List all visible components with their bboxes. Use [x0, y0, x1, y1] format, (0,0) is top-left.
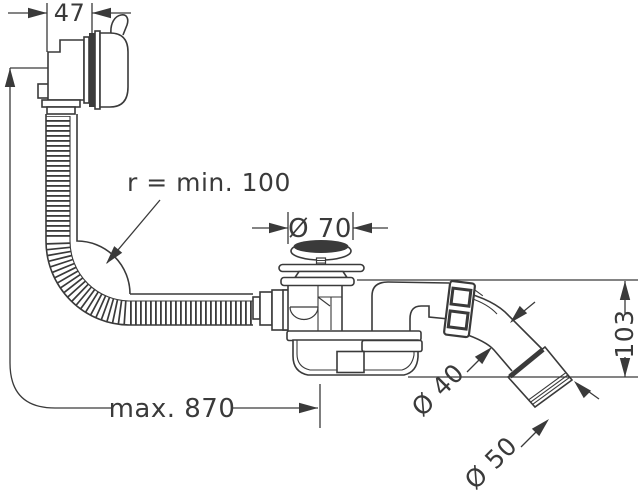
- dim-outlet-height: 103: [357, 279, 639, 378]
- overflow-trim-ring: [83, 36, 90, 104]
- strainer-neck: [293, 270, 349, 279]
- hose-corrugation-bend: [46, 242, 127, 325]
- label-plug-diameter: Ø 70: [288, 214, 352, 244]
- overflow-body: [47, 39, 85, 101]
- strainer-lid: [278, 263, 365, 273]
- dim-cable-length: max. 870: [4, 67, 321, 428]
- waste-flange: [280, 276, 355, 287]
- clamp-window-top: [449, 286, 473, 308]
- outlet-elbow: [371, 281, 450, 341]
- dim-bend-radius: r = min. 100: [102, 168, 291, 268]
- control-cable-line: [69, 116, 253, 302]
- outlet-dip-tube: [336, 350, 365, 374]
- hose-corrugation-vertical: [46, 116, 71, 240]
- label-outlet-height: 103: [610, 309, 639, 358]
- waste-body: [287, 285, 343, 338]
- flexible-overflow-hose: [45, 114, 253, 326]
- label-socket-diameter: Ø 50: [459, 431, 523, 495]
- label-bend-radius: r = min. 100: [127, 168, 291, 197]
- overflow-lever: [110, 14, 129, 36]
- overflow-foot-collar: [46, 106, 76, 115]
- overflow-knob: [99, 32, 129, 108]
- label-cable-length: max. 870: [109, 394, 236, 424]
- fitting-nut: [259, 291, 273, 326]
- pipe-clamp: [443, 279, 484, 339]
- trap-inner-bowl: [289, 306, 319, 321]
- overflow-foot-flange: [41, 99, 81, 108]
- hose-inner-edge: [76, 114, 253, 295]
- hose-corrugation-horizontal: [127, 301, 253, 325]
- elbow-base-flange: [361, 339, 423, 353]
- trap-cup: [286, 330, 423, 376]
- label-overflow-depth: 47: [54, 0, 86, 27]
- dim-overflow-depth: 47: [8, 0, 131, 52]
- dim-plug-diameter: Ø 70: [252, 212, 388, 244]
- hose-fitting: [252, 289, 293, 331]
- overflow-seal-ring: [89, 33, 95, 107]
- clamp-tab: [474, 289, 484, 297]
- plug-cap: [293, 240, 349, 253]
- hose-outer-edge: [45, 114, 253, 326]
- trap-rim: [286, 330, 422, 342]
- waste-plug: [278, 240, 365, 287]
- overflow-rotary-unit: [37, 14, 129, 115]
- fitting-stub: [252, 296, 261, 320]
- clamp-window-bottom: [446, 309, 470, 331]
- socket-joint-band: [508, 347, 545, 379]
